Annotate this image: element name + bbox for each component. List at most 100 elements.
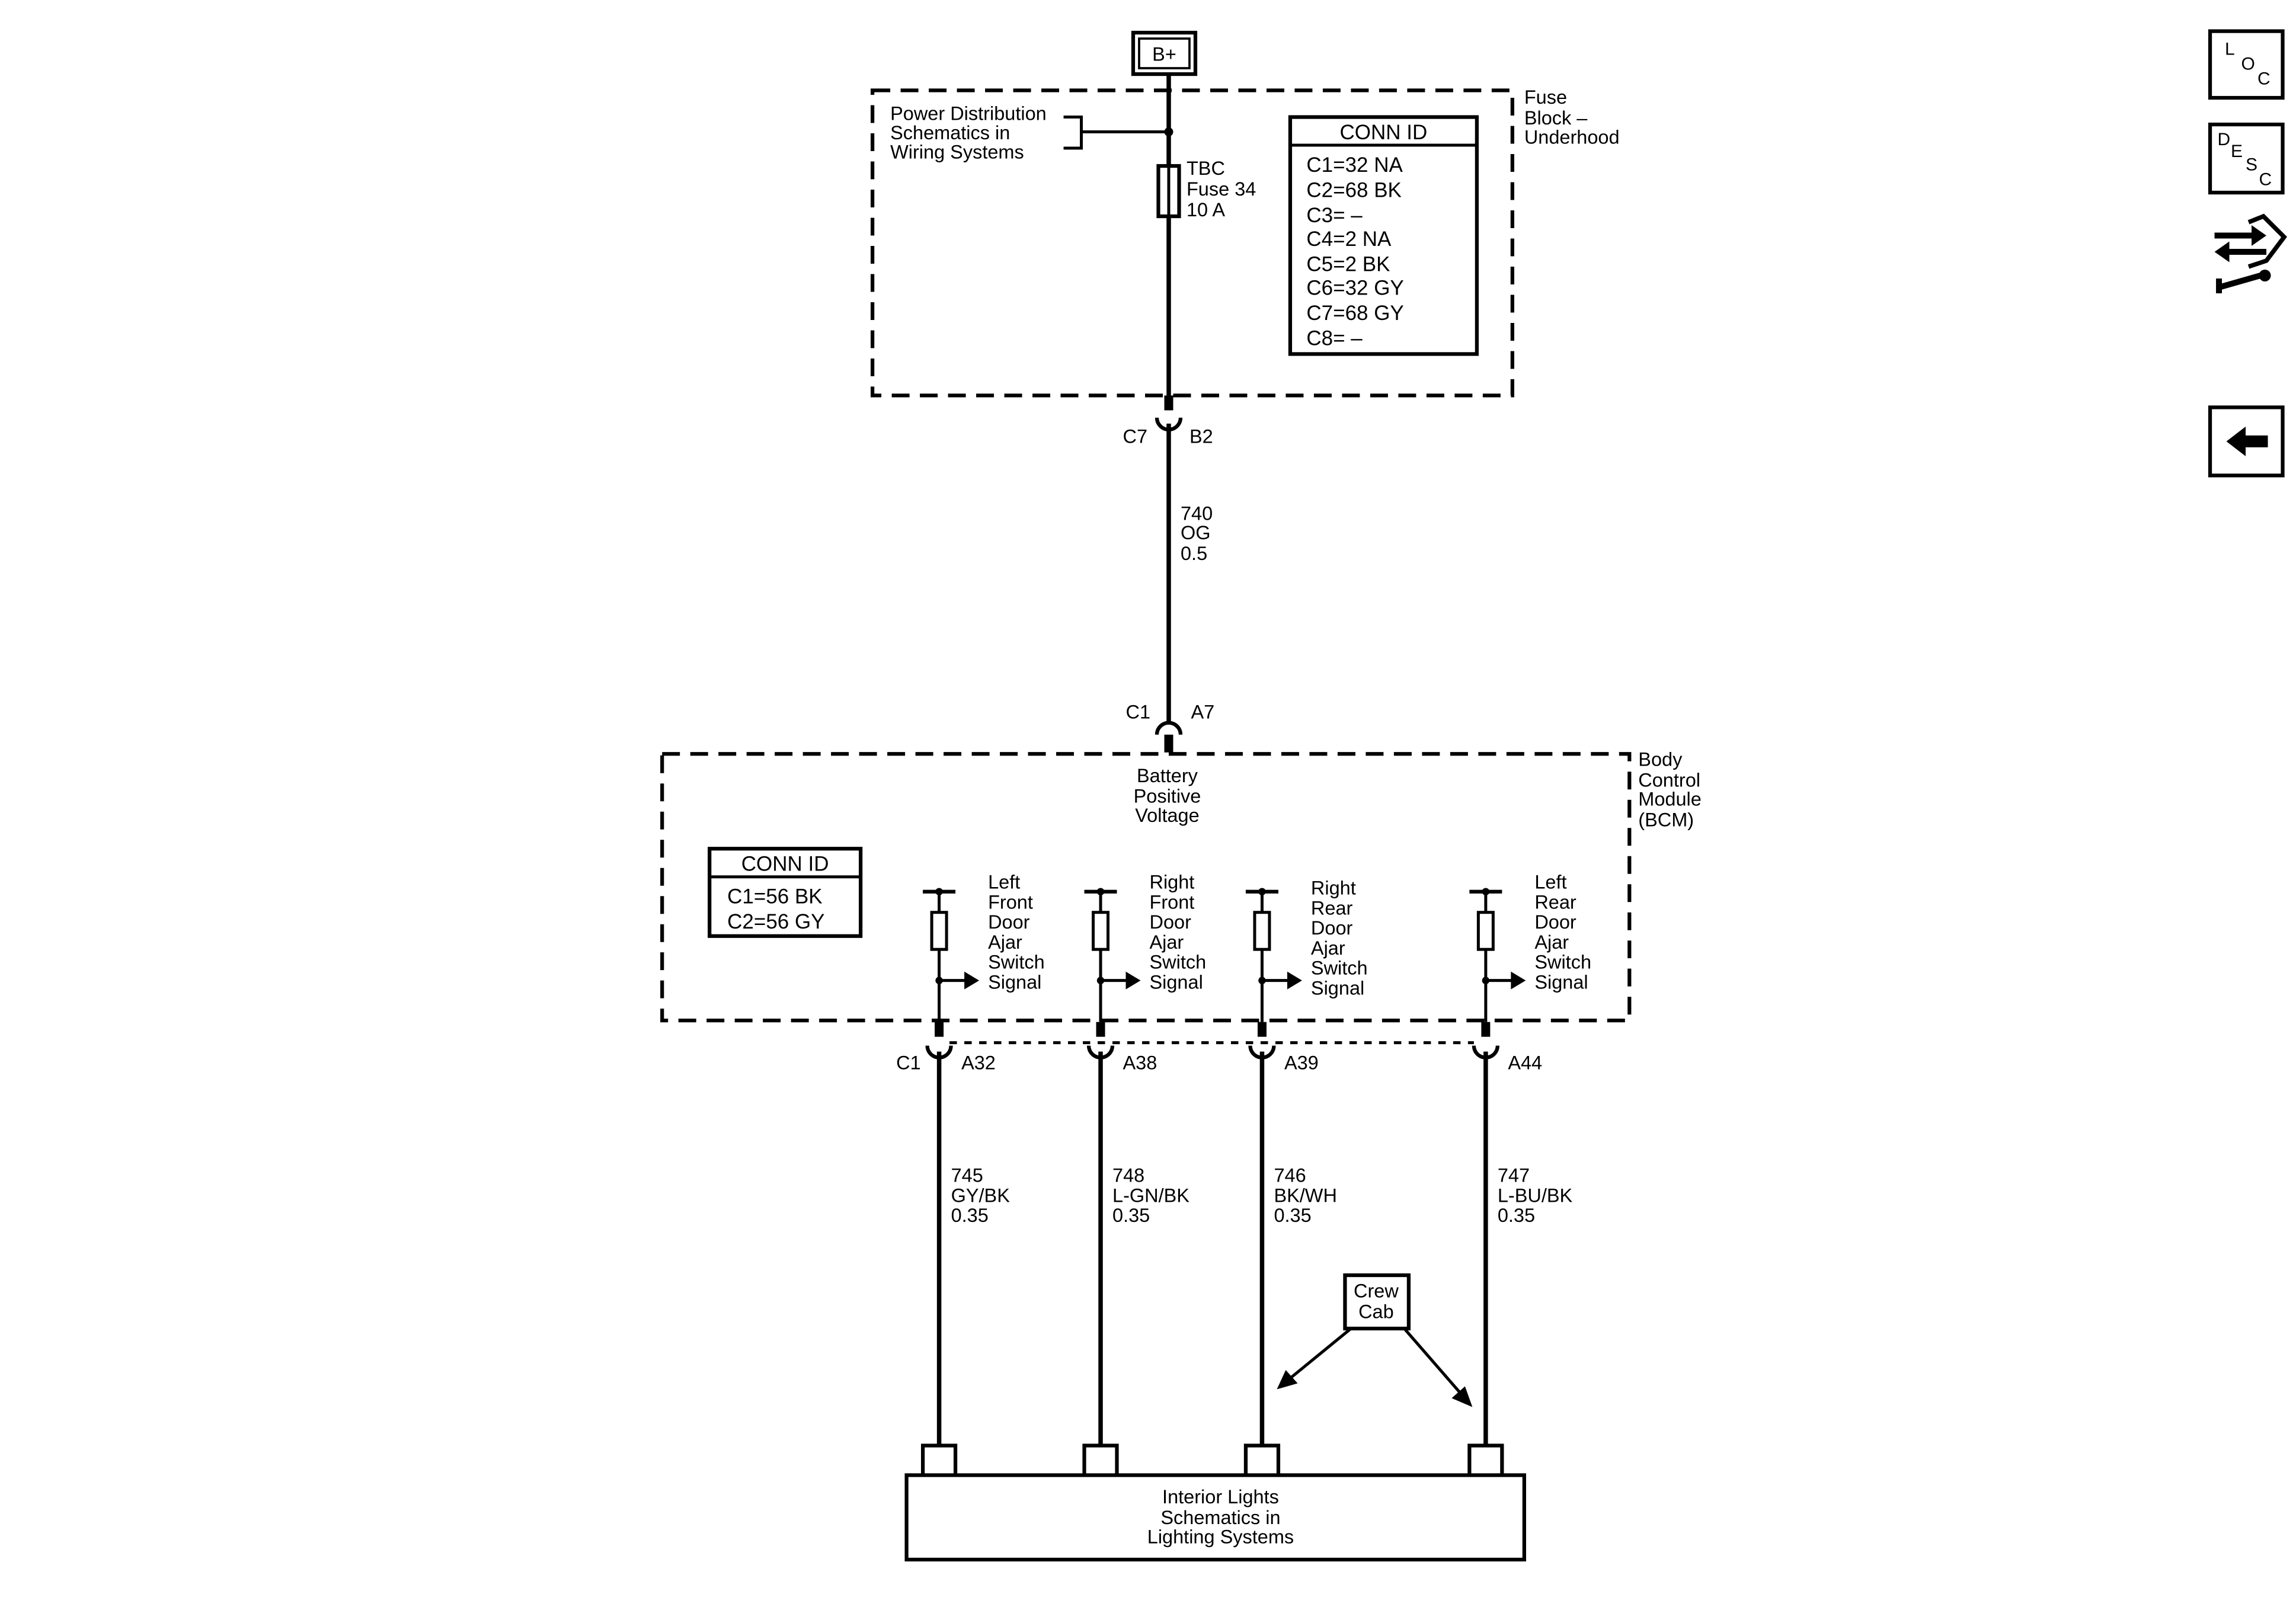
svg-text:Module: Module	[1638, 789, 1702, 810]
bcm-signal-channels: LeftFrontDoorAjarSwitchSignalA32RightFro…	[923, 872, 1591, 1074]
location-button[interactable]: L O C	[2208, 29, 2285, 100]
signal-label: Right	[1149, 872, 1194, 893]
pull-up-resistor	[1476, 911, 1495, 951]
crew-cab-callout: Crew Cab	[1277, 1273, 1473, 1407]
wire-label: 747	[1498, 1165, 1530, 1186]
interior-lights-reference[interactable]: Interior Lights Schematics in Lighting S…	[904, 1473, 1526, 1562]
wire-label: BK/WH	[1274, 1185, 1336, 1206]
svg-text:L: L	[2225, 40, 2235, 59]
svg-text:C: C	[2257, 69, 2271, 89]
signal-label: Rear	[1534, 891, 1576, 913]
svg-text:CONN ID: CONN ID	[741, 853, 829, 876]
wrench-arrows-icon[interactable]	[2214, 213, 2287, 293]
svg-text:Wiring Systems: Wiring Systems	[890, 142, 1024, 163]
signal-label: Signal	[1149, 971, 1203, 993]
svg-text:Positive: Positive	[1134, 786, 1201, 807]
pin-label: A32	[961, 1052, 996, 1074]
fuse-block-outline	[870, 88, 1514, 398]
wire-label: L-BU/BK	[1498, 1185, 1573, 1206]
pin-label: A39	[1284, 1052, 1319, 1074]
svg-text:TBC: TBC	[1187, 158, 1225, 179]
wire-label: 0.35	[1274, 1205, 1311, 1226]
svg-text:C7: C7	[1123, 425, 1148, 447]
output-wires: 745GY/BK0.35748L-GN/BK0.35746BK/WH0.3574…	[920, 1051, 1573, 1475]
svg-text:C2=56 GY: C2=56 GY	[727, 910, 824, 933]
fuse-block-label: Fuse Block – Underhood	[1524, 87, 1620, 148]
power-source-label: B+	[1152, 44, 1176, 65]
pin-label: A44	[1508, 1052, 1542, 1074]
svg-text:C4=2 NA: C4=2 NA	[1306, 228, 1392, 251]
signal-label: Switch	[1311, 958, 1368, 979]
fuse-block-output-connector: C7 B2	[1123, 395, 1213, 447]
signal-label: Left	[1534, 872, 1566, 893]
svg-text:(BCM): (BCM)	[1638, 809, 1694, 831]
svg-text:10 A: 10 A	[1187, 199, 1225, 220]
description-button[interactable]: D E S C	[2208, 122, 2285, 195]
wire-label: GY/BK	[951, 1185, 1011, 1206]
svg-text:C1=56 BK: C1=56 BK	[727, 885, 822, 908]
svg-text:0.5: 0.5	[1181, 543, 1207, 564]
signal-label: Signal	[988, 971, 1041, 993]
svg-text:C1: C1	[1126, 701, 1151, 722]
svg-text:C5=2 BK: C5=2 BK	[1306, 252, 1390, 276]
signal-label: Signal	[1311, 977, 1364, 998]
bcm-input-connector: C1 A7	[1126, 701, 1214, 753]
bcm-output-pin: A39	[1248, 1022, 1319, 1074]
reference-bracket	[1063, 116, 1083, 150]
svg-text:Voltage: Voltage	[1135, 805, 1199, 826]
svg-text:Fuse: Fuse	[1524, 87, 1567, 108]
signal-label: Ajar	[1149, 932, 1184, 953]
signal-label: Front	[1149, 891, 1194, 913]
terminal	[1243, 1443, 1281, 1465]
svg-text:Cab: Cab	[1358, 1301, 1394, 1323]
back-button[interactable]	[2208, 405, 2285, 478]
power-source: B+	[1131, 30, 1198, 76]
wire-740-label: 740 OG 0.5	[1181, 502, 1213, 564]
svg-text:A7: A7	[1191, 701, 1214, 722]
svg-text:Power Distribution: Power Distribution	[890, 103, 1047, 124]
svg-text:C: C	[2259, 170, 2272, 190]
signal-label: Front	[988, 891, 1033, 913]
svg-text:Schematics in: Schematics in	[890, 122, 1010, 143]
power-distribution-reference[interactable]: Power Distribution Schematics in Wiring …	[890, 103, 1047, 163]
bcm-outline	[660, 752, 1632, 1023]
signal-label: Ajar	[1534, 932, 1569, 953]
wire-label: 0.35	[951, 1205, 989, 1226]
wire-label: 745	[951, 1165, 983, 1186]
signal-label: Left	[988, 872, 1020, 893]
svg-text:Crew: Crew	[1354, 1281, 1399, 1302]
bcm-output-connector-label: C1	[896, 1052, 921, 1074]
pull-up-resistor	[1253, 911, 1271, 951]
svg-text:C3= –: C3= –	[1306, 204, 1363, 227]
signal-label: Right	[1311, 878, 1356, 899]
wire-label: 0.35	[1112, 1205, 1150, 1226]
fuse-label: TBC Fuse 34 10 A	[1187, 158, 1256, 220]
svg-text:E: E	[2231, 142, 2243, 161]
battery-positive-voltage-label: Battery Positive Voltage	[1134, 765, 1201, 826]
conn-id-title: CONN ID	[1340, 121, 1428, 144]
signal-label: Switch	[988, 952, 1045, 973]
signal-label: Ajar	[988, 932, 1022, 953]
svg-text:Control: Control	[1638, 769, 1700, 790]
fuse-block-conn-id-table: CONN ID C1=32 NA C2=68 BK C3= – C4=2 NA …	[1288, 115, 1479, 356]
svg-text:C2=68 BK: C2=68 BK	[1306, 179, 1401, 202]
terminal	[1467, 1443, 1504, 1465]
svg-text:Lighting Systems: Lighting Systems	[1147, 1526, 1294, 1547]
svg-text:Block –: Block –	[1524, 107, 1588, 129]
svg-text:Underhood: Underhood	[1524, 127, 1620, 148]
splice-dot	[1164, 127, 1173, 137]
svg-text:C8= –: C8= –	[1306, 327, 1363, 350]
pin-label: A38	[1123, 1052, 1157, 1074]
svg-text:C7=68 GY: C7=68 GY	[1306, 302, 1403, 325]
wire-label: 746	[1274, 1165, 1306, 1186]
svg-text:C6=32 GY: C6=32 GY	[1306, 276, 1403, 299]
bcm-output-pin: A38	[1086, 1022, 1157, 1074]
wire-label: L-GN/BK	[1112, 1185, 1189, 1206]
bcm-label: Body Control Module (BCM)	[1638, 748, 1702, 830]
